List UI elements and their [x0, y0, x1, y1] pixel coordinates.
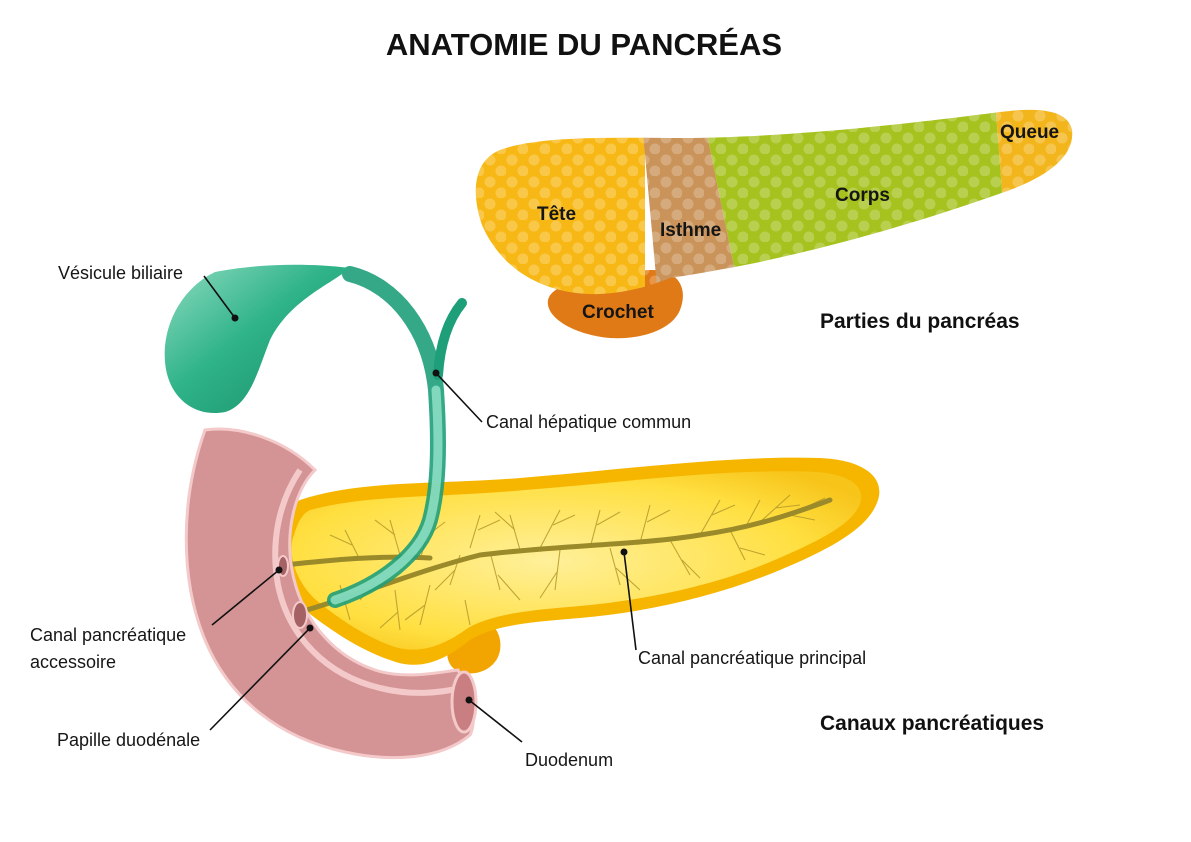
duodenal-papilla-opening: [292, 601, 308, 629]
label-vesicule-biliaire: Vésicule biliaire: [58, 263, 183, 283]
duodenum-open-end: [450, 670, 478, 734]
duodenum-group: [184, 427, 478, 760]
gallbladder: [164, 264, 350, 414]
pancreas-ducts-figure: [276, 457, 880, 674]
part-label-corps: Corps: [835, 185, 890, 206]
part-label-isthme: Isthme: [660, 220, 721, 241]
label-duodenum: Duodenum: [525, 750, 613, 770]
annotation-leaders: [203, 275, 637, 743]
label-canal-hepatique-commun: Canal hépatique commun: [486, 412, 691, 432]
label-canal-pancreatique-accessoire-line2: accessoire: [30, 652, 116, 672]
section-title-parts: Parties du pancréas: [820, 310, 1020, 333]
hepatic-duct-branch: [433, 298, 467, 380]
part-label-crochet: Crochet: [582, 302, 654, 323]
pancreas-parts-figure: Tête Isthme Corps Queue Crochet: [475, 109, 1073, 339]
main-pancreatic-duct: [297, 497, 833, 615]
part-label-queue: Queue: [1000, 122, 1059, 143]
label-canal-pancreatique-accessoire-line1: Canal pancréatique: [30, 625, 186, 645]
label-papille-duodenale: Papille duodénale: [57, 730, 200, 750]
diagram-title: ANATOMIE DU PANCRÉAS: [386, 27, 782, 62]
section-title-ducts: Canaux pancréatiques: [820, 712, 1044, 735]
common-bile-duct-inner: [330, 385, 443, 605]
part-label-tete: Tête: [537, 204, 576, 225]
label-canal-pancreatique-principal: Canal pancréatique principal: [638, 648, 866, 668]
gallbladder-group: [164, 264, 467, 608]
duodenum-inner-wall: [272, 468, 463, 696]
